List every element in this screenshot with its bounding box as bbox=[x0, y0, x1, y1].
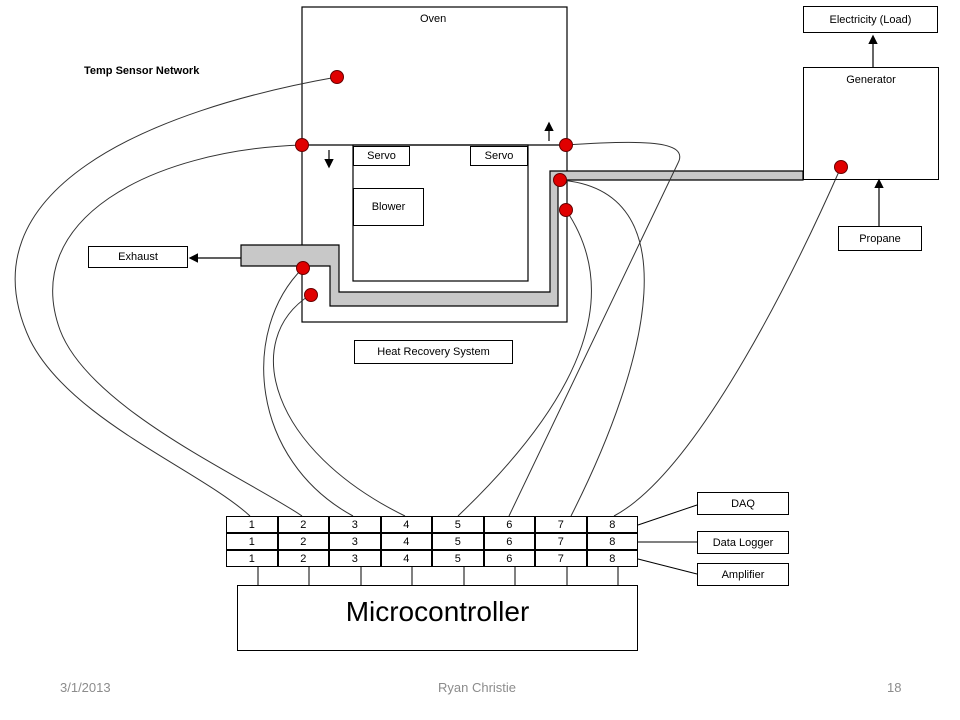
exhaust-box: Exhaust bbox=[88, 246, 188, 268]
amplifier-row-channel-3: 3 bbox=[329, 550, 381, 567]
servo-right-box: Servo bbox=[470, 146, 528, 166]
data-logger-box: Data Logger bbox=[697, 531, 789, 554]
footer-page: 18 bbox=[887, 680, 902, 695]
sensor-6 bbox=[559, 138, 573, 152]
daq-box: DAQ bbox=[697, 492, 789, 515]
footer-author: Ryan Christie bbox=[438, 680, 517, 695]
daq-row-channel-3: 3 bbox=[329, 516, 381, 533]
amplifier-row-channel-5: 5 bbox=[432, 550, 484, 567]
propane-label: Propane bbox=[859, 232, 901, 245]
temp-sensor-network-label: Temp Sensor Network bbox=[84, 65, 200, 77]
data-logger-label: Data Logger bbox=[712, 536, 774, 549]
amplifier-box: Amplifier bbox=[697, 563, 789, 586]
electricity-box: Electricity (Load) bbox=[803, 6, 938, 33]
sensor-4 bbox=[304, 288, 318, 302]
oven-label: Oven bbox=[420, 13, 447, 25]
wire-3 bbox=[263, 267, 354, 517]
wire-7 bbox=[559, 179, 645, 517]
heat-recovery-box: Heat Recovery System bbox=[354, 340, 513, 364]
wire-5 bbox=[457, 209, 592, 517]
sensor-1 bbox=[330, 70, 344, 84]
data-logger-row-channel-7: 7 bbox=[535, 533, 587, 550]
microcontroller-box: Microcontroller bbox=[237, 585, 638, 651]
sensor-wires bbox=[14, 76, 842, 517]
footer-date: 3/1/2013 bbox=[60, 680, 111, 695]
electricity-label: Electricity (Load) bbox=[829, 13, 912, 26]
heat-recovery-label: Heat Recovery System bbox=[377, 346, 490, 358]
data-logger-row-channel-4: 4 bbox=[380, 533, 432, 550]
oven-box bbox=[301, 6, 568, 323]
sensor-3 bbox=[296, 261, 310, 275]
daq-row-channel-7: 7 bbox=[535, 516, 587, 533]
amplifier-label: Amplifier bbox=[721, 568, 765, 581]
microcontroller-label: Microcontroller bbox=[345, 596, 530, 627]
wire-1 bbox=[14, 76, 338, 517]
daq-row-channel-1: 1 bbox=[226, 516, 278, 533]
amplifier-row-channel-1: 1 bbox=[226, 550, 278, 567]
sensor-5 bbox=[559, 203, 573, 217]
wire-2 bbox=[52, 144, 303, 517]
generator-label: Generator bbox=[846, 74, 896, 86]
exhaust-label: Exhaust bbox=[118, 251, 158, 263]
wire-6 bbox=[508, 141, 681, 517]
daq-label: DAQ bbox=[731, 497, 755, 510]
daq-row-channel-2: 2 bbox=[277, 516, 329, 533]
data-logger-row-channel-6: 6 bbox=[483, 533, 535, 550]
amplifier-row-channel-8: 8 bbox=[586, 550, 638, 567]
servo-left-box: Servo bbox=[353, 146, 410, 166]
daq-row-channel-6: 6 bbox=[483, 516, 535, 533]
sensors bbox=[295, 70, 848, 302]
daq-row-channel-4: 4 bbox=[380, 516, 432, 533]
generator-box: Generator bbox=[803, 67, 939, 180]
sensor-8 bbox=[834, 160, 848, 174]
amplifier-row-channel-7: 7 bbox=[535, 550, 587, 567]
heat-recovery-pipe bbox=[240, 170, 804, 307]
microcontroller-ticks bbox=[257, 567, 619, 585]
daq-row-channel-5: 5 bbox=[432, 516, 484, 533]
wire-8 bbox=[613, 166, 842, 517]
servo-right-label: Servo bbox=[484, 150, 514, 162]
amplifier-row-channel-6: 6 bbox=[483, 550, 535, 567]
data-logger-row-channel-5: 5 bbox=[432, 533, 484, 550]
sensor-2 bbox=[295, 138, 309, 152]
data-logger-row-channel-3: 3 bbox=[329, 533, 381, 550]
data-logger-row-channel-1: 1 bbox=[226, 533, 278, 550]
wire-4 bbox=[273, 294, 406, 517]
data-logger-row-channel-8: 8 bbox=[586, 533, 638, 550]
data-logger-row-channel-2: 2 bbox=[277, 533, 329, 550]
blower-box: Blower bbox=[353, 188, 424, 226]
amplifier-row-channel-4: 4 bbox=[380, 550, 432, 567]
amplifier-row-channel-2: 2 bbox=[277, 550, 329, 567]
propane-box: Propane bbox=[838, 226, 922, 251]
sensor-7 bbox=[553, 173, 567, 187]
servo-left-label: Servo bbox=[367, 150, 396, 162]
daq-row-channel-8: 8 bbox=[586, 516, 638, 533]
blower-label: Blower bbox=[371, 201, 406, 213]
output-lines bbox=[637, 504, 698, 575]
